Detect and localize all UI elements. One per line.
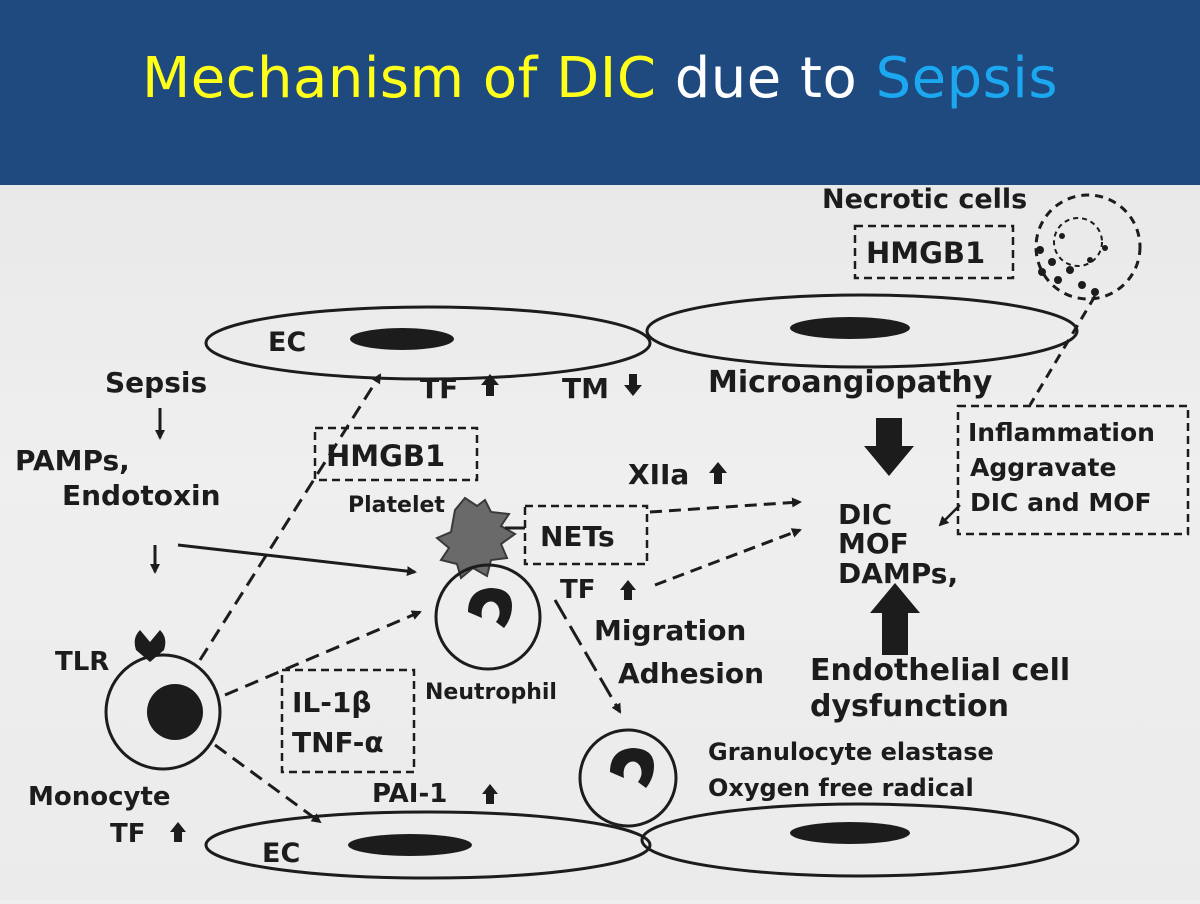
bottom-endothelial-cells — [204, 802, 1080, 880]
tf-to-dic-arrow — [654, 528, 802, 587]
ec-bottom-left-nucleus — [348, 834, 472, 856]
mof-label: MOF — [838, 527, 909, 560]
endothelial-cell-label: Endothelial cell — [810, 653, 1070, 688]
ec-top-left-ellipse — [204, 305, 652, 381]
endotoxin-label: Endotoxin — [62, 479, 221, 512]
slide-header: Mechanism of DIC due to Sepsis — [0, 0, 1200, 185]
necrotic-to-inflammation-line — [1028, 295, 1097, 406]
inflammation-box — [956, 404, 1190, 536]
inflammation-to-dic-arrow — [938, 504, 961, 527]
tf-top-up-arrow-icon — [481, 374, 499, 396]
platelet-icon — [435, 496, 517, 580]
monocyte-label: Monocyte — [28, 782, 171, 812]
cytokine-box — [280, 668, 416, 774]
tnfa-label: TNF-α — [292, 726, 384, 759]
top-endothelial-cells — [204, 293, 1079, 381]
tm-down-arrow-icon — [624, 374, 642, 396]
monocyte-to-ec-top-arrow — [198, 373, 382, 661]
oxygen-free-radical-label: Oxygen free radical — [708, 774, 974, 802]
migration-label: Migration — [594, 614, 746, 647]
endotoxin-to-platelet-arrow — [177, 543, 417, 577]
neutrophil-bottom-nucleus — [610, 748, 654, 788]
damps-label: DAMPs, — [838, 557, 958, 590]
dic-label: DIC — [838, 498, 892, 531]
hmgb1-mid-label: HMGB1 — [326, 439, 445, 473]
neutrophil-bottom-cell — [578, 728, 678, 828]
dic-mechanism-diagram: Necrotic cells HMGB1 EC Sepsis TF TM Mic… — [0, 184, 1200, 900]
ec-top-label: EC — [268, 327, 306, 358]
hmgb1-mid-box — [313, 426, 479, 482]
slide-title: Mechanism of DIC due to Sepsis — [142, 46, 1058, 111]
nets-to-dic-arrow — [649, 497, 802, 514]
monocyte-to-neutrophil-arrow — [224, 610, 422, 697]
platelet-label: Platelet — [348, 493, 445, 518]
tf-monocyte-up-arrow-icon — [170, 822, 186, 842]
title-part-sepsis: Sepsis — [875, 46, 1059, 111]
neutrophil-label: Neutrophil — [425, 680, 557, 705]
dic-and-mof-label: DIC and MOF — [970, 488, 1152, 517]
ec-bottom-label: EC — [262, 838, 300, 869]
tf-mid-up-arrow-icon — [620, 580, 636, 600]
monocyte-nucleus — [147, 684, 203, 740]
pai1-up-arrow-icon — [482, 784, 498, 804]
ec-top-right-nucleus — [790, 317, 910, 339]
hmgb1-top-label: HMGB1 — [866, 236, 985, 270]
title-part-due-to: due to — [674, 46, 858, 111]
neutrophil-top-nucleus — [468, 588, 512, 628]
ec-top-left-nucleus — [350, 328, 454, 350]
ec-bottom-right-nucleus — [790, 822, 910, 844]
ec-bottom-right-ellipse — [640, 802, 1080, 878]
inflammation-label: Inflammation — [968, 418, 1155, 447]
tf-up-top-label: TF — [420, 372, 458, 405]
title-part-mechanism: Mechanism of DIC — [141, 46, 657, 111]
necrotic-cell — [1034, 193, 1142, 301]
tf-mid-label: TF — [560, 575, 596, 605]
pamps-label: PAMPs, — [15, 444, 130, 477]
tm-down-label: TM — [562, 372, 609, 405]
granulocyte-elastase-label: Granulocyte elastase — [708, 738, 994, 766]
neutrophil-top-cell — [434, 563, 542, 671]
microangiopathy-label: Microangiopathy — [708, 365, 993, 400]
il1b-label: IL-1β — [292, 686, 371, 719]
dysfunction-label: dysfunction — [810, 689, 1009, 724]
neutrophil-migration-arrow — [553, 599, 622, 714]
adhesion-label: Adhesion — [618, 657, 764, 690]
pai1-label: PAI-1 — [372, 779, 447, 809]
aggravate-label: Aggravate — [970, 453, 1116, 482]
microangiopathy-down-arrow-icon — [864, 418, 914, 476]
ec-top-right-ellipse — [645, 293, 1079, 369]
monocyte-cell — [104, 653, 222, 771]
ec-bottom-left-ellipse — [204, 810, 652, 880]
endothelial-up-arrow-icon — [870, 583, 920, 655]
xiia-up-arrow-icon — [709, 462, 727, 484]
diagram-canvas: Necrotic cells HMGB1 EC Sepsis TF TM Mic… — [15, 184, 1190, 880]
tf-monocyte-label: TF — [110, 819, 146, 849]
necrotic-cells-label: Necrotic cells — [822, 185, 1027, 215]
nets-box — [523, 504, 649, 566]
sepsis-label: Sepsis — [105, 366, 207, 399]
xiia-label: XIIa — [628, 458, 689, 491]
tlr-label: TLR — [55, 647, 109, 677]
hmgb1-top-box — [853, 224, 1015, 280]
nets-label: NETs — [540, 520, 615, 553]
